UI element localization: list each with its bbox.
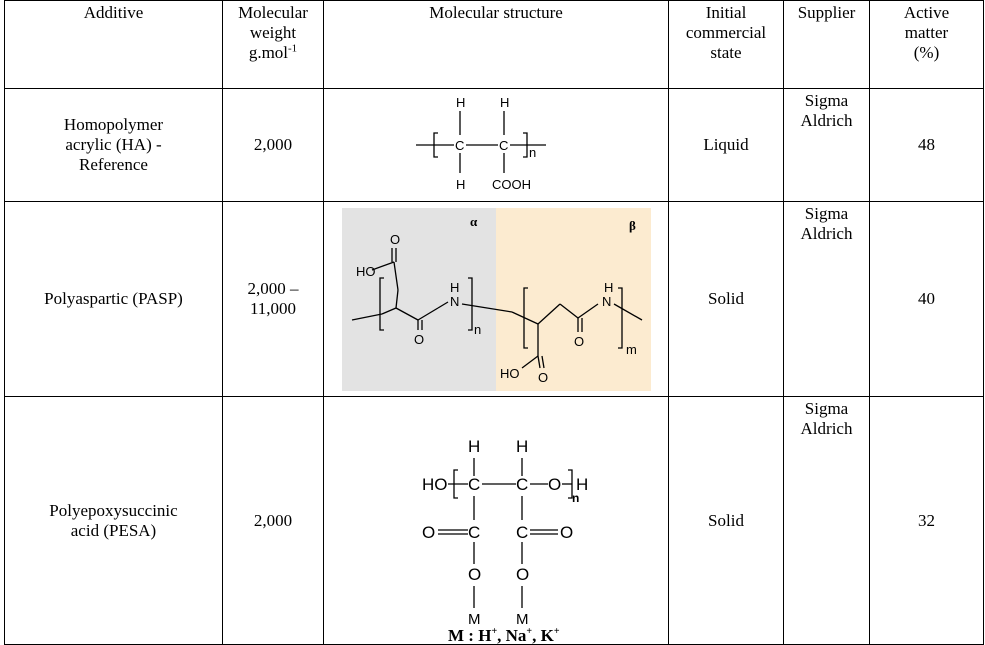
svg-text:O: O [574,334,584,349]
header-additive: Additive [4,0,223,89]
svg-text:HO: HO [500,366,520,381]
svg-text:C: C [468,523,480,542]
table-row: Polyaspartic (PASP) 2,000 –11,000 α β O … [4,201,984,397]
pasp-structure: α β O HO O H N n [341,207,651,391]
svg-text:M: M [516,611,529,628]
structure-cell: α β O HO O H N n [323,201,669,397]
svg-text:H: H [604,280,613,295]
additive-cell: Polyaspartic (PASP) [4,201,223,397]
svg-text:C: C [455,138,464,153]
svg-text:C: C [499,138,508,153]
svg-text:C: C [468,475,480,494]
svg-text:C: C [516,475,528,494]
svg-text:H: H [468,437,480,456]
svg-text:N: N [450,294,459,309]
header-supplier: Supplier [783,0,870,89]
svg-text:C: C [516,523,528,542]
svg-text:H: H [576,475,588,494]
svg-text:O: O [538,370,548,385]
svg-text:M: M [468,611,481,628]
svg-text:HO: HO [422,475,448,494]
molecular-weight-cell: 2,000 –11,000 [222,201,324,397]
active-matter-cell: 32 [869,396,984,645]
svg-text:O: O [560,523,573,542]
header-molecular-structure: Molecular structure [323,0,669,89]
svg-text:n: n [474,322,481,337]
svg-text:O: O [422,523,435,542]
svg-text:α: α [470,214,478,229]
svg-text:O: O [390,232,400,247]
svg-text:H: H [456,177,465,192]
molecular-weight-cell: 2,000 [222,396,324,645]
svg-text:β: β [629,218,636,233]
counter-ion-caption: M : H+, Na+, K+ [448,626,560,644]
structure-cell: H H C C n H COOH [323,88,669,202]
svg-text:COOH: COOH [492,177,531,192]
svg-text:N: N [602,294,611,309]
svg-text:O: O [414,332,424,347]
initial-state-cell: Liquid [668,88,784,202]
initial-state-cell: Solid [668,396,784,645]
svg-text:H: H [516,437,528,456]
svg-text:O: O [516,565,529,584]
structure-cell: H H HO C C O n H O C [323,396,669,645]
active-matter-cell: 40 [869,201,984,397]
svg-text:m: m [626,342,637,357]
initial-state-cell: Solid [668,201,784,397]
svg-text:O: O [548,475,561,494]
ha-structure: H H C C n H COOH [416,95,546,192]
svg-text:n: n [529,145,536,160]
beta-segment-bg [495,207,651,391]
svg-text:H: H [450,280,459,295]
svg-text:H: H [456,95,465,110]
pesa-structure: H H HO C C O n H O C [422,437,588,644]
active-matter-cell: 48 [869,88,984,202]
svg-text:HO: HO [356,264,376,279]
svg-text:H: H [500,95,509,110]
molecular-weight-cell: 2,000 [222,88,324,202]
svg-text:n: n [572,491,579,505]
alpha-segment-bg [341,207,496,391]
svg-text:O: O [468,565,481,584]
